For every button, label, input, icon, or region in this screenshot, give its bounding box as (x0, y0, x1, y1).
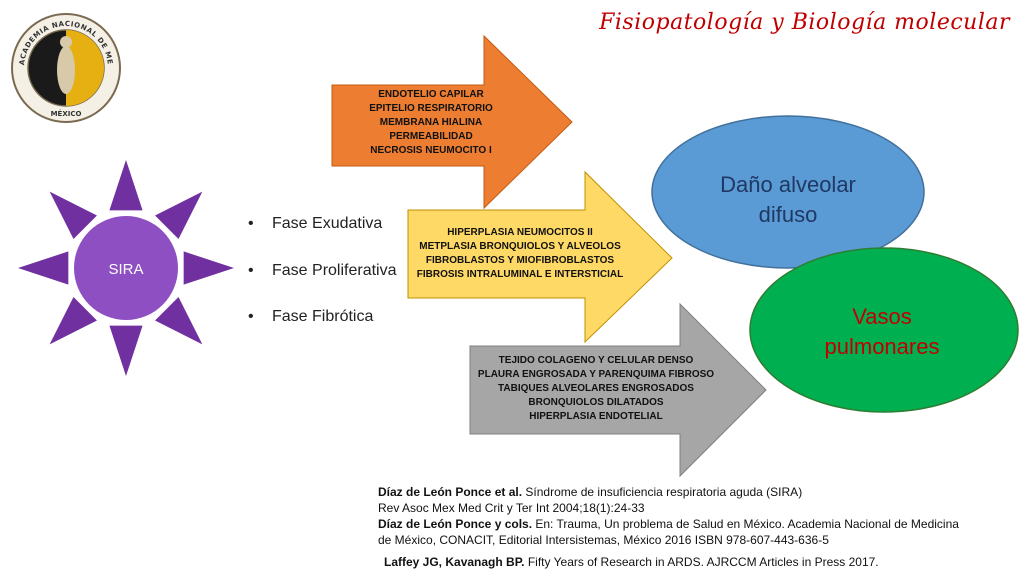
sun-ray (109, 160, 143, 211)
sun-ray (155, 191, 203, 239)
sira-circle (74, 216, 178, 320)
sun-ray (49, 297, 97, 345)
sun-ray (109, 325, 143, 376)
reference-3: Laffey JG, Kavanagh BP. Fifty Years of R… (384, 555, 879, 569)
sun-ray (155, 297, 203, 345)
reference-2: Díaz de León Ponce y cols. En: Trauma, U… (378, 517, 959, 531)
ellipses-layer (651, 115, 1019, 413)
phase-item-fibrotica: •Fase Fibrótica (248, 308, 374, 325)
sun-ray (183, 251, 234, 285)
ellipse-label-vasos: Vasos pulmonares (824, 304, 940, 359)
ellipse-label-dano: Daño alveolar difuso (720, 172, 856, 227)
arrow-text-exudativa: ENDOTELIO CAPILAR EPITELIO RESPIRATORIO … (369, 89, 493, 156)
reference-1: Díaz de León Ponce et al. Síndrome de in… (378, 485, 803, 499)
sun-ray (18, 251, 69, 285)
sun-rays (18, 160, 234, 376)
phase-item-exudativa: •Fase Exudativa (248, 215, 383, 232)
sun-ray (49, 191, 97, 239)
arrow-text-fibrotica: TEJIDO COLAGENO Y CELULAR DENSO PLAURA E… (477, 355, 715, 422)
arrow-text-proliferativa: HIPERPLASIA NEUMOCITOS II METPLASIA BRON… (416, 227, 624, 280)
phase-item-proliferativa: •Fase Proliferativa (248, 262, 397, 279)
sira-sun-shape: SIRA (18, 160, 234, 376)
reference-1-journal: Rev Asoc Mex Med Crit y Ter Int 2004;18(… (378, 501, 645, 515)
reference-2-cont: de México, CONACIT, Editorial Intersiste… (378, 533, 829, 547)
sira-label: SIRA (108, 261, 143, 278)
academy-seal-logo: ACADEMIA NACIONAL DE MEDICINA MÉXICO (10, 12, 121, 123)
slide-title: Fisiopatología y Biología molecular (599, 10, 1010, 35)
svg-text:MÉXICO: MÉXICO (51, 109, 82, 118)
references: Díaz de León Ponce et al. Síndrome de in… (378, 484, 1018, 570)
